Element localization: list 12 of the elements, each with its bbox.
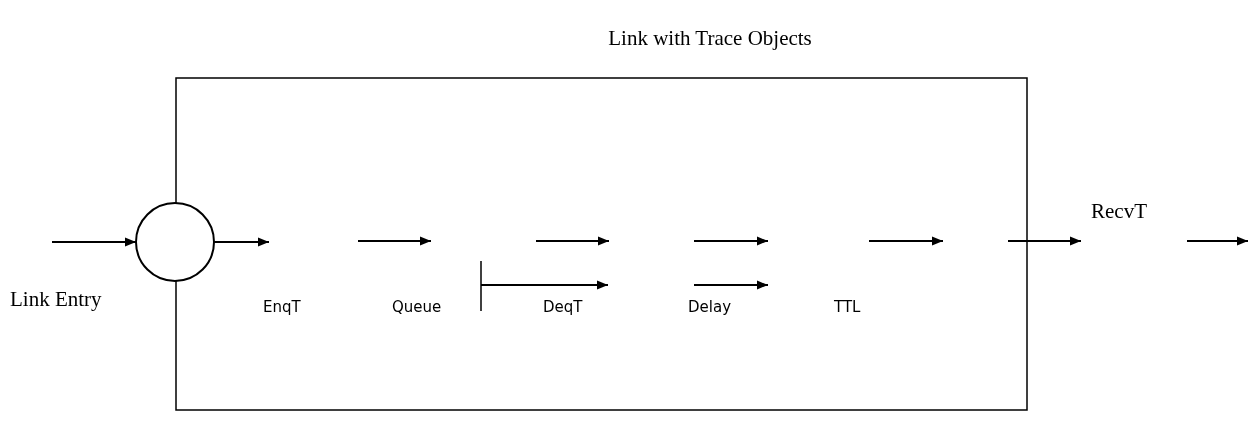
diagram-title: Link with Trace Objects — [608, 26, 812, 51]
arrow — [214, 237, 269, 247]
label-text: TTL — [834, 298, 861, 316]
label-text: EnqT — [263, 298, 301, 316]
label-text: Delay — [688, 298, 731, 316]
junction-circle — [135, 202, 215, 282]
label-text: Queue — [392, 298, 442, 316]
arrow — [52, 237, 136, 247]
link-box — [175, 77, 1028, 411]
label-text: RecvT — [1091, 199, 1147, 224]
label-text: Link Entry — [10, 287, 102, 312]
label-text: DeqT — [543, 298, 583, 316]
